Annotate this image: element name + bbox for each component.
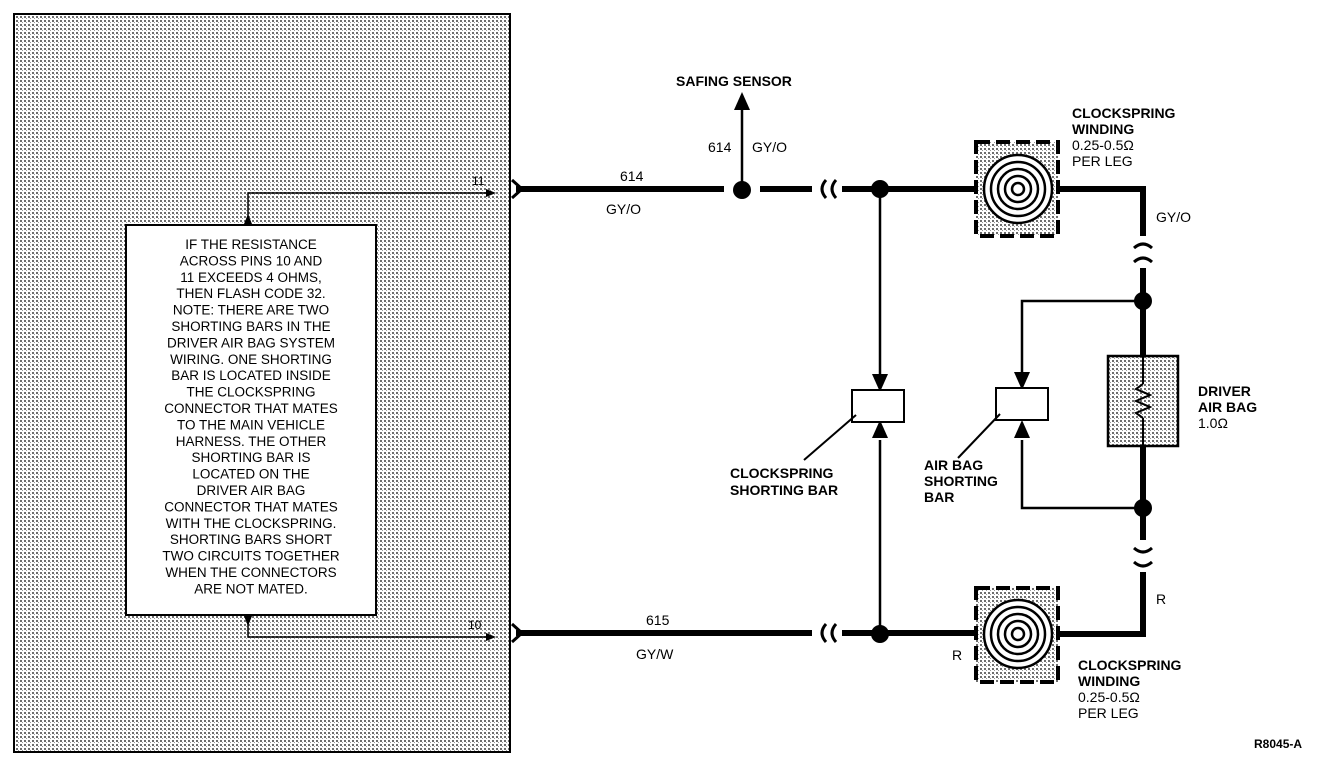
clockspring-shorting-bar-label-2: SHORTING BAR xyxy=(730,482,838,498)
safing-sensor-color: GY/O xyxy=(752,139,787,155)
note-line: SHORTING BAR IS xyxy=(191,450,310,465)
note-line: TWO CIRCUITS TOGETHER xyxy=(162,549,340,564)
airbag-label-3: 1.0Ω xyxy=(1198,415,1228,431)
note-line: CONNECTOR THAT MATES xyxy=(164,499,338,514)
note-line: WITH THE CLOCKSPRING. xyxy=(166,516,337,531)
airbag-shorting-bar-label-2: SHORTING xyxy=(924,473,998,489)
airbag-shorting-bar-label-1: AIR BAG xyxy=(924,457,983,473)
note-line: ACROSS PINS 10 AND xyxy=(180,253,323,268)
clockspring-top-label-3: 0.25-0.5Ω xyxy=(1072,137,1134,153)
pin-11-label: 11 xyxy=(472,174,485,188)
clockspring-top-label-1: CLOCKSPRING xyxy=(1072,105,1176,121)
safing-sensor-branch xyxy=(733,92,751,199)
clockspring-bottom-wire-color: R xyxy=(952,647,962,663)
note-line: WHEN THE CONNECTORS xyxy=(165,565,336,580)
clockspring-bottom-label-3: 0.25-0.5Ω xyxy=(1078,689,1140,705)
airbag-feed-connectors xyxy=(1133,242,1153,568)
note-line: BAR IS LOCATED INSIDE xyxy=(171,368,331,383)
note-line: IF THE RESISTANCE xyxy=(185,237,317,252)
clockspring-bottom-label-2: WINDING xyxy=(1078,673,1140,689)
inline-connector-bottom xyxy=(820,623,838,643)
clockspring-shorting-circuit xyxy=(803,180,905,643)
right-wire-top-color: GY/O xyxy=(1156,209,1191,225)
inline-connector-top xyxy=(820,179,838,199)
safing-sensor-circuit: 614 xyxy=(708,139,732,155)
wire-614-circuit: 614 xyxy=(620,168,644,184)
airbag-label-1: DRIVER xyxy=(1198,383,1251,399)
safing-sensor-label: SAFING SENSOR xyxy=(676,73,792,89)
note-line: THEN FLASH CODE 32. xyxy=(176,286,325,301)
figure-reference: R8045-A xyxy=(1254,737,1302,751)
airbag-shorting-bar-label-3: BAR xyxy=(924,489,954,505)
clockspring-top xyxy=(974,140,1060,238)
clockspring-top-label-2: WINDING xyxy=(1072,121,1134,137)
note-line: HARNESS. THE OTHER xyxy=(176,434,327,449)
clockspring-shorting-bar-label-1: CLOCKSPRING xyxy=(730,465,834,481)
wire-614-color: GY/O xyxy=(606,201,641,217)
note-line: TO THE MAIN VEHICLE xyxy=(177,417,325,432)
note-line: LOCATED ON THE xyxy=(192,467,309,482)
wire-615-color: GY/W xyxy=(636,646,674,662)
clockspring-top-label-4: PER LEG xyxy=(1072,153,1133,169)
airbag-shorting-circuit xyxy=(957,292,1152,517)
clockspring-bottom-label-1: CLOCKSPRING xyxy=(1078,657,1182,673)
airbag-label-2: AIR BAG xyxy=(1198,399,1257,415)
note-line: 11 EXCEEDS 4 OHMS, xyxy=(180,270,322,285)
driver-airbag xyxy=(1106,354,1180,448)
airbag-feed-wiring xyxy=(1058,186,1146,637)
clockspring-bottom-label-4: PER LEG xyxy=(1078,705,1139,721)
note-line: THE CLOCKSPRING xyxy=(186,385,315,400)
note-line: DRIVER AIR BAG xyxy=(197,483,306,498)
note-line: ARE NOT MATED. xyxy=(194,581,308,596)
note-line: DRIVER AIR BAG SYSTEM xyxy=(167,335,335,350)
note-line: WIRING. ONE SHORTING xyxy=(170,352,332,367)
note-line: NOTE: THERE ARE TWO xyxy=(173,303,329,318)
wire-615-circuit: 615 xyxy=(646,612,670,628)
note-line: SHORTING BARS IN THE xyxy=(171,319,330,334)
note-line: CONNECTOR THAT MATES xyxy=(164,401,338,416)
right-wire-bottom-color: R xyxy=(1156,591,1166,607)
pin-leader-lines xyxy=(244,189,496,641)
pin-10-label: 10 xyxy=(468,618,482,632)
clockspring-bottom xyxy=(974,586,1060,684)
note-line: SHORTING BARS SHORT xyxy=(170,532,332,547)
